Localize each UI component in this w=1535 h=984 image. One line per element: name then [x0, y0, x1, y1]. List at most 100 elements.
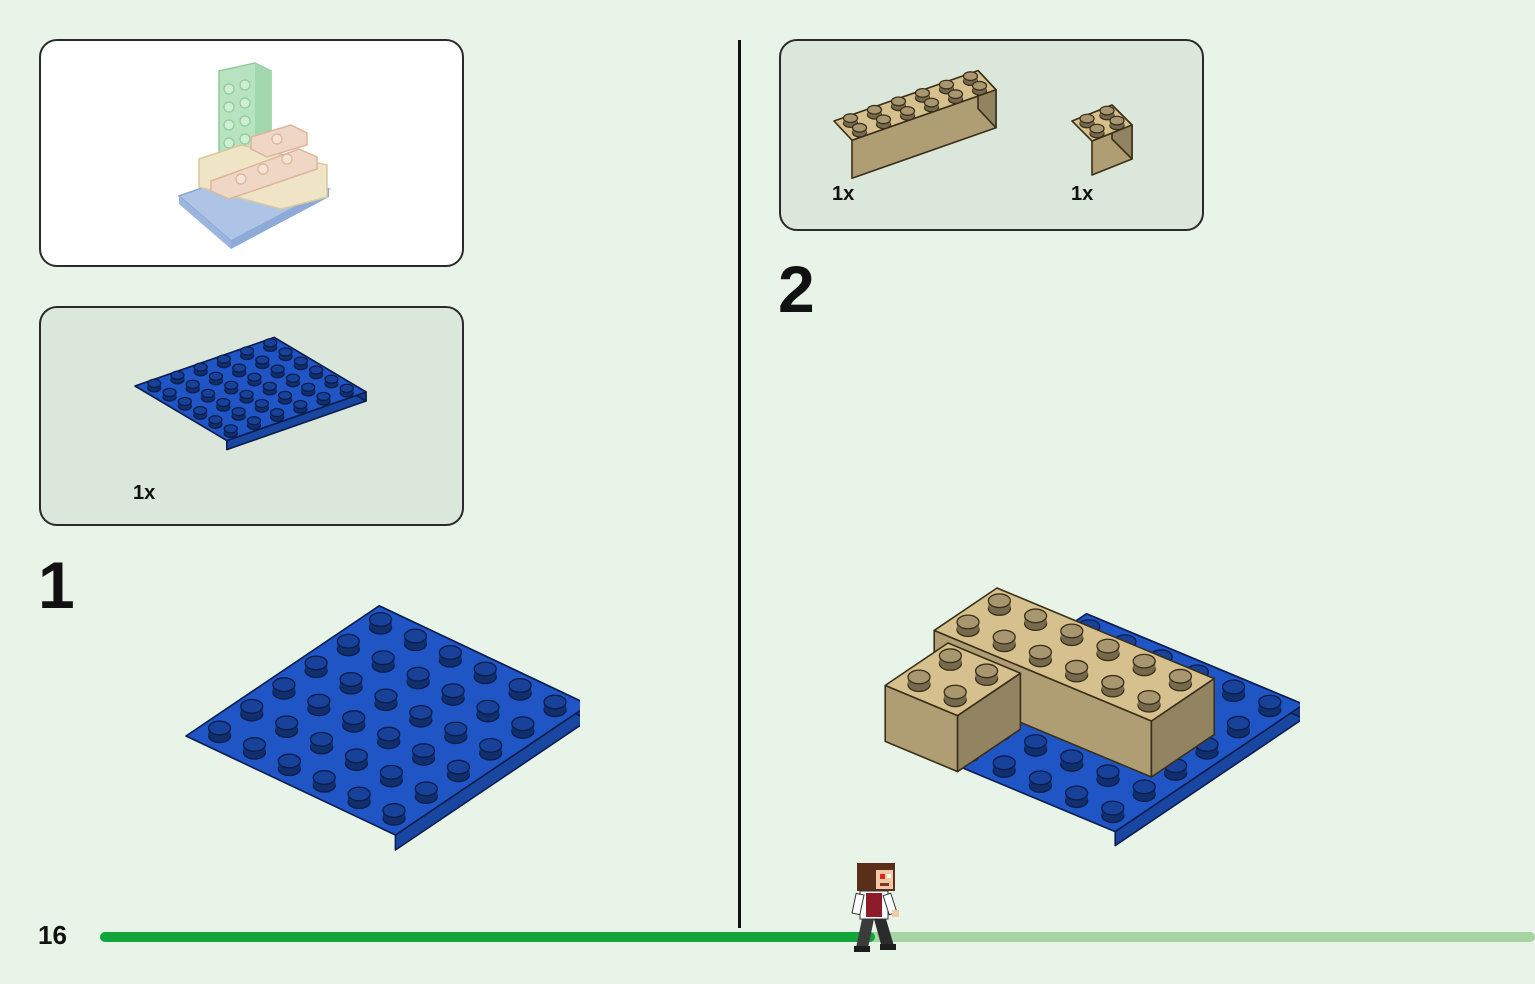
build-plate-stud-top	[240, 698, 264, 714]
part-plate-stud-top	[170, 370, 185, 380]
build2-plate-stud-top	[1132, 779, 1156, 795]
build2-tan-2x6-stud-top	[1137, 689, 1161, 705]
part-tan-2x2-stud-top	[1079, 113, 1095, 124]
part-tan-2x6-stud-top	[962, 71, 979, 82]
part-tan-2x6-stud-top	[866, 104, 883, 115]
build-plate-stud-top	[438, 645, 463, 660]
part-tan-2x6-stud-top	[914, 87, 931, 98]
build2-plate-stud-top	[1064, 785, 1089, 801]
part-tan-2x6-stud-top	[842, 113, 859, 124]
part-plate-stud-top	[269, 407, 285, 418]
part-plate-stud-top	[293, 399, 308, 410]
part-tan-2x2-stud-top	[1099, 105, 1115, 116]
part-plate-stud-top	[324, 374, 339, 384]
build2-plate-stud-top	[1221, 679, 1246, 695]
part-plate-stud-top	[147, 378, 162, 388]
step2-parts-panel: 1x 1x	[779, 39, 1204, 231]
build2-tan-2x6-stud-top	[1096, 638, 1120, 654]
build-plate-stud-top	[275, 715, 299, 731]
build2-plate-stud-top	[1258, 694, 1282, 710]
build2-tan-2x2-stud-top	[943, 684, 967, 700]
part-plate-stud-top	[339, 383, 354, 393]
part-tan-2x6-stud-top	[890, 96, 907, 107]
build-plate-stud-top	[207, 720, 232, 736]
progress-bar	[100, 932, 1535, 942]
build2-tan-2x6-stud-top	[1101, 674, 1125, 690]
part-plate-stud-top	[192, 405, 208, 416]
part-plate-stud-top	[285, 373, 301, 383]
part-tan-2x2-top-face	[1071, 104, 1133, 142]
build-plate-stud-top	[406, 666, 430, 682]
build2-plate-stud-top	[1028, 770, 1053, 786]
build-plate-stud-top	[304, 655, 328, 671]
part-tan-2x6-stud-top	[923, 97, 940, 108]
build2-tan-2x6-stud-top	[1060, 623, 1084, 639]
part-plate-top-face	[134, 336, 367, 442]
build-plate-stud-top	[376, 726, 401, 742]
build-plate-stud-top	[371, 650, 395, 666]
part-tan-2x2-stud-top	[1089, 123, 1105, 134]
build-plate-stud-top	[344, 748, 369, 764]
part-plate-stud-top	[177, 396, 193, 407]
build-plate-stud-top	[272, 677, 296, 693]
part-plate-stud-top	[216, 354, 232, 364]
build2-tan-2x6-stud-top	[1028, 644, 1053, 660]
build2-plate-stud-top	[1226, 715, 1251, 731]
part-plate-stud-top	[185, 379, 200, 389]
part-plate-stud-top	[270, 364, 285, 374]
page-number: 16	[38, 920, 67, 950]
build2-tan-2x6-stud-top	[1023, 608, 1048, 624]
part-tan-2x6-stud-top	[899, 105, 916, 116]
minifigure-character-icon	[851, 863, 899, 952]
progress-bar-fill	[100, 932, 875, 942]
build-plate-stud-top	[379, 764, 404, 780]
part-plate-stud-top	[277, 390, 293, 401]
build2-tan-2x6-stud-top	[1132, 653, 1156, 669]
part-plate-stud-top	[278, 347, 293, 357]
build-plate-stud-top	[403, 628, 428, 644]
part-plate-stud-top	[200, 388, 216, 399]
part-plate-stud-top	[193, 362, 208, 372]
part-tan-2x6-stud-top	[971, 80, 988, 91]
part-plate-stud-top	[208, 371, 224, 381]
build2-plate-stud-top	[1023, 734, 1048, 750]
build-plate-stud-top	[312, 770, 336, 785]
build-plate-stud-top	[368, 612, 393, 627]
build-plate-stud-top	[478, 737, 503, 753]
build-plate-stud-top	[382, 803, 406, 818]
part-plate-stud-top	[231, 406, 246, 417]
step1-part-qty: 1x	[133, 482, 156, 504]
build2-tan-2x6-stud-top	[956, 614, 980, 630]
part-plate-stud-top	[263, 338, 278, 348]
build-plate-stud-top	[441, 683, 465, 699]
step2-build-illustration	[884, 587, 1300, 847]
part-plate-stud-top	[293, 356, 309, 366]
build-plate-stud-top	[307, 693, 331, 709]
part-plate-stud-top	[208, 415, 223, 425]
build2-tan-2x2-stud-top	[974, 663, 999, 679]
build2-tan-2x2-top-face	[884, 642, 1022, 717]
build-plate-stud-top	[339, 671, 363, 687]
build-plate-stud-top	[242, 737, 267, 752]
part-plate-stud-top	[239, 389, 254, 400]
part-plate-stud-top	[162, 387, 177, 398]
part-plate-stud-top	[246, 416, 262, 426]
part-plate-stud-top	[239, 346, 255, 356]
build-plate-stud-top	[277, 753, 301, 769]
build-plate-stud-top	[473, 661, 497, 677]
build2-plate-stud-top	[992, 755, 1016, 771]
build2-plate-stud-top	[1101, 800, 1125, 816]
part-tan-2x6-stud-top	[938, 79, 955, 90]
build-plate-stud-top	[336, 633, 361, 649]
part-plate-stud-top	[255, 355, 270, 365]
step-divider	[738, 40, 741, 928]
step1-parts-panel: 1x	[39, 306, 464, 526]
build2-tan-2x6-stud-top	[987, 593, 1012, 609]
part-plate-stud-top	[231, 363, 247, 373]
build-plate-stud-top	[309, 731, 334, 747]
build-plate-stud-top	[374, 688, 398, 704]
build2-plate-stud-top	[1096, 764, 1120, 780]
part-plate-stud-top	[308, 365, 324, 375]
part-plate-stud-top	[224, 380, 239, 390]
build2-tan-2x6-top-face	[933, 587, 1216, 722]
